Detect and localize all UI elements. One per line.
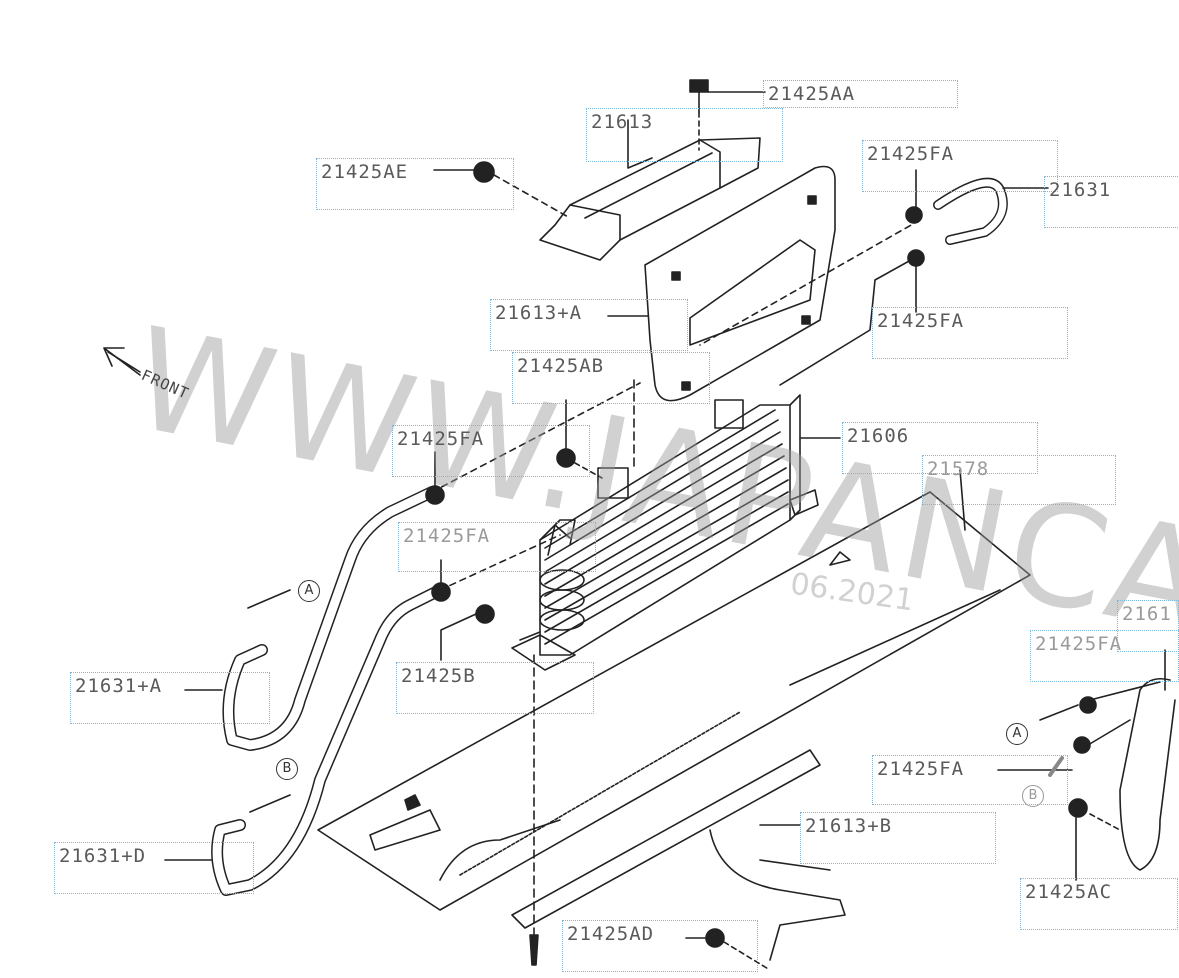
callout-21425AD[interactable]: 21425AD (562, 920, 758, 972)
callout-21425AC[interactable]: 21425AC (1020, 878, 1178, 930)
callout-21425FA-top[interactable]: 21425FA (862, 140, 1058, 192)
callout-21631A[interactable]: 21631+A (70, 672, 270, 724)
ref-marker-b-right: B (1022, 785, 1044, 807)
callout-21425FA-mid[interactable]: 21425FA (398, 522, 596, 572)
callout-2161x[interactable]: 2161 (1117, 600, 1179, 652)
undercover-21578 (317, 469, 1031, 911)
callout-21425FA-left[interactable]: 21425FA (392, 425, 590, 477)
callout-21425FA-right[interactable]: 21425FA (872, 307, 1068, 359)
callout-21613B[interactable]: 21613+B (800, 812, 996, 864)
callout-21613A[interactable]: 21613+A (490, 299, 688, 351)
callout-21425AA[interactable]: 21425AA (763, 80, 958, 108)
hose-21631A (184, 382, 641, 751)
hose-21631 (699, 177, 1049, 386)
callout-21425FA-low[interactable]: 21425FA (872, 755, 1068, 805)
hose-21631D (164, 534, 561, 896)
callout-21425AE[interactable]: 21425AE (316, 158, 514, 210)
callout-21613[interactable]: 21613 (586, 108, 783, 162)
bolt-21425AB (556, 379, 635, 479)
callout-21606[interactable]: 21606 (842, 422, 1038, 474)
callout-21425B[interactable]: 21425B (396, 662, 594, 714)
bolt-21425AE (433, 161, 571, 219)
callout-21425AB[interactable]: 21425AB (512, 352, 710, 404)
oil-cooler-21606 (511, 394, 841, 671)
callout-21578[interactable]: 21578 (922, 455, 1116, 505)
clip-21425FA-left (425, 451, 495, 661)
ref-marker-a-right: A (1006, 723, 1028, 745)
ref-marker-a-left: A (298, 580, 320, 602)
clip-21425FA-top (905, 169, 925, 313)
bolt-21425AA (689, 79, 766, 151)
front-arrow-icon (103, 347, 141, 376)
bolt-21425AD (529, 654, 771, 971)
bracket-21613B (511, 749, 846, 961)
hose-right-assembly (997, 649, 1176, 881)
cover-plate-21613A (607, 165, 836, 402)
callout-21631D[interactable]: 21631+D (54, 842, 254, 894)
ref-marker-b-left: B (276, 758, 298, 780)
callout-21631[interactable]: 21631 (1044, 176, 1179, 228)
